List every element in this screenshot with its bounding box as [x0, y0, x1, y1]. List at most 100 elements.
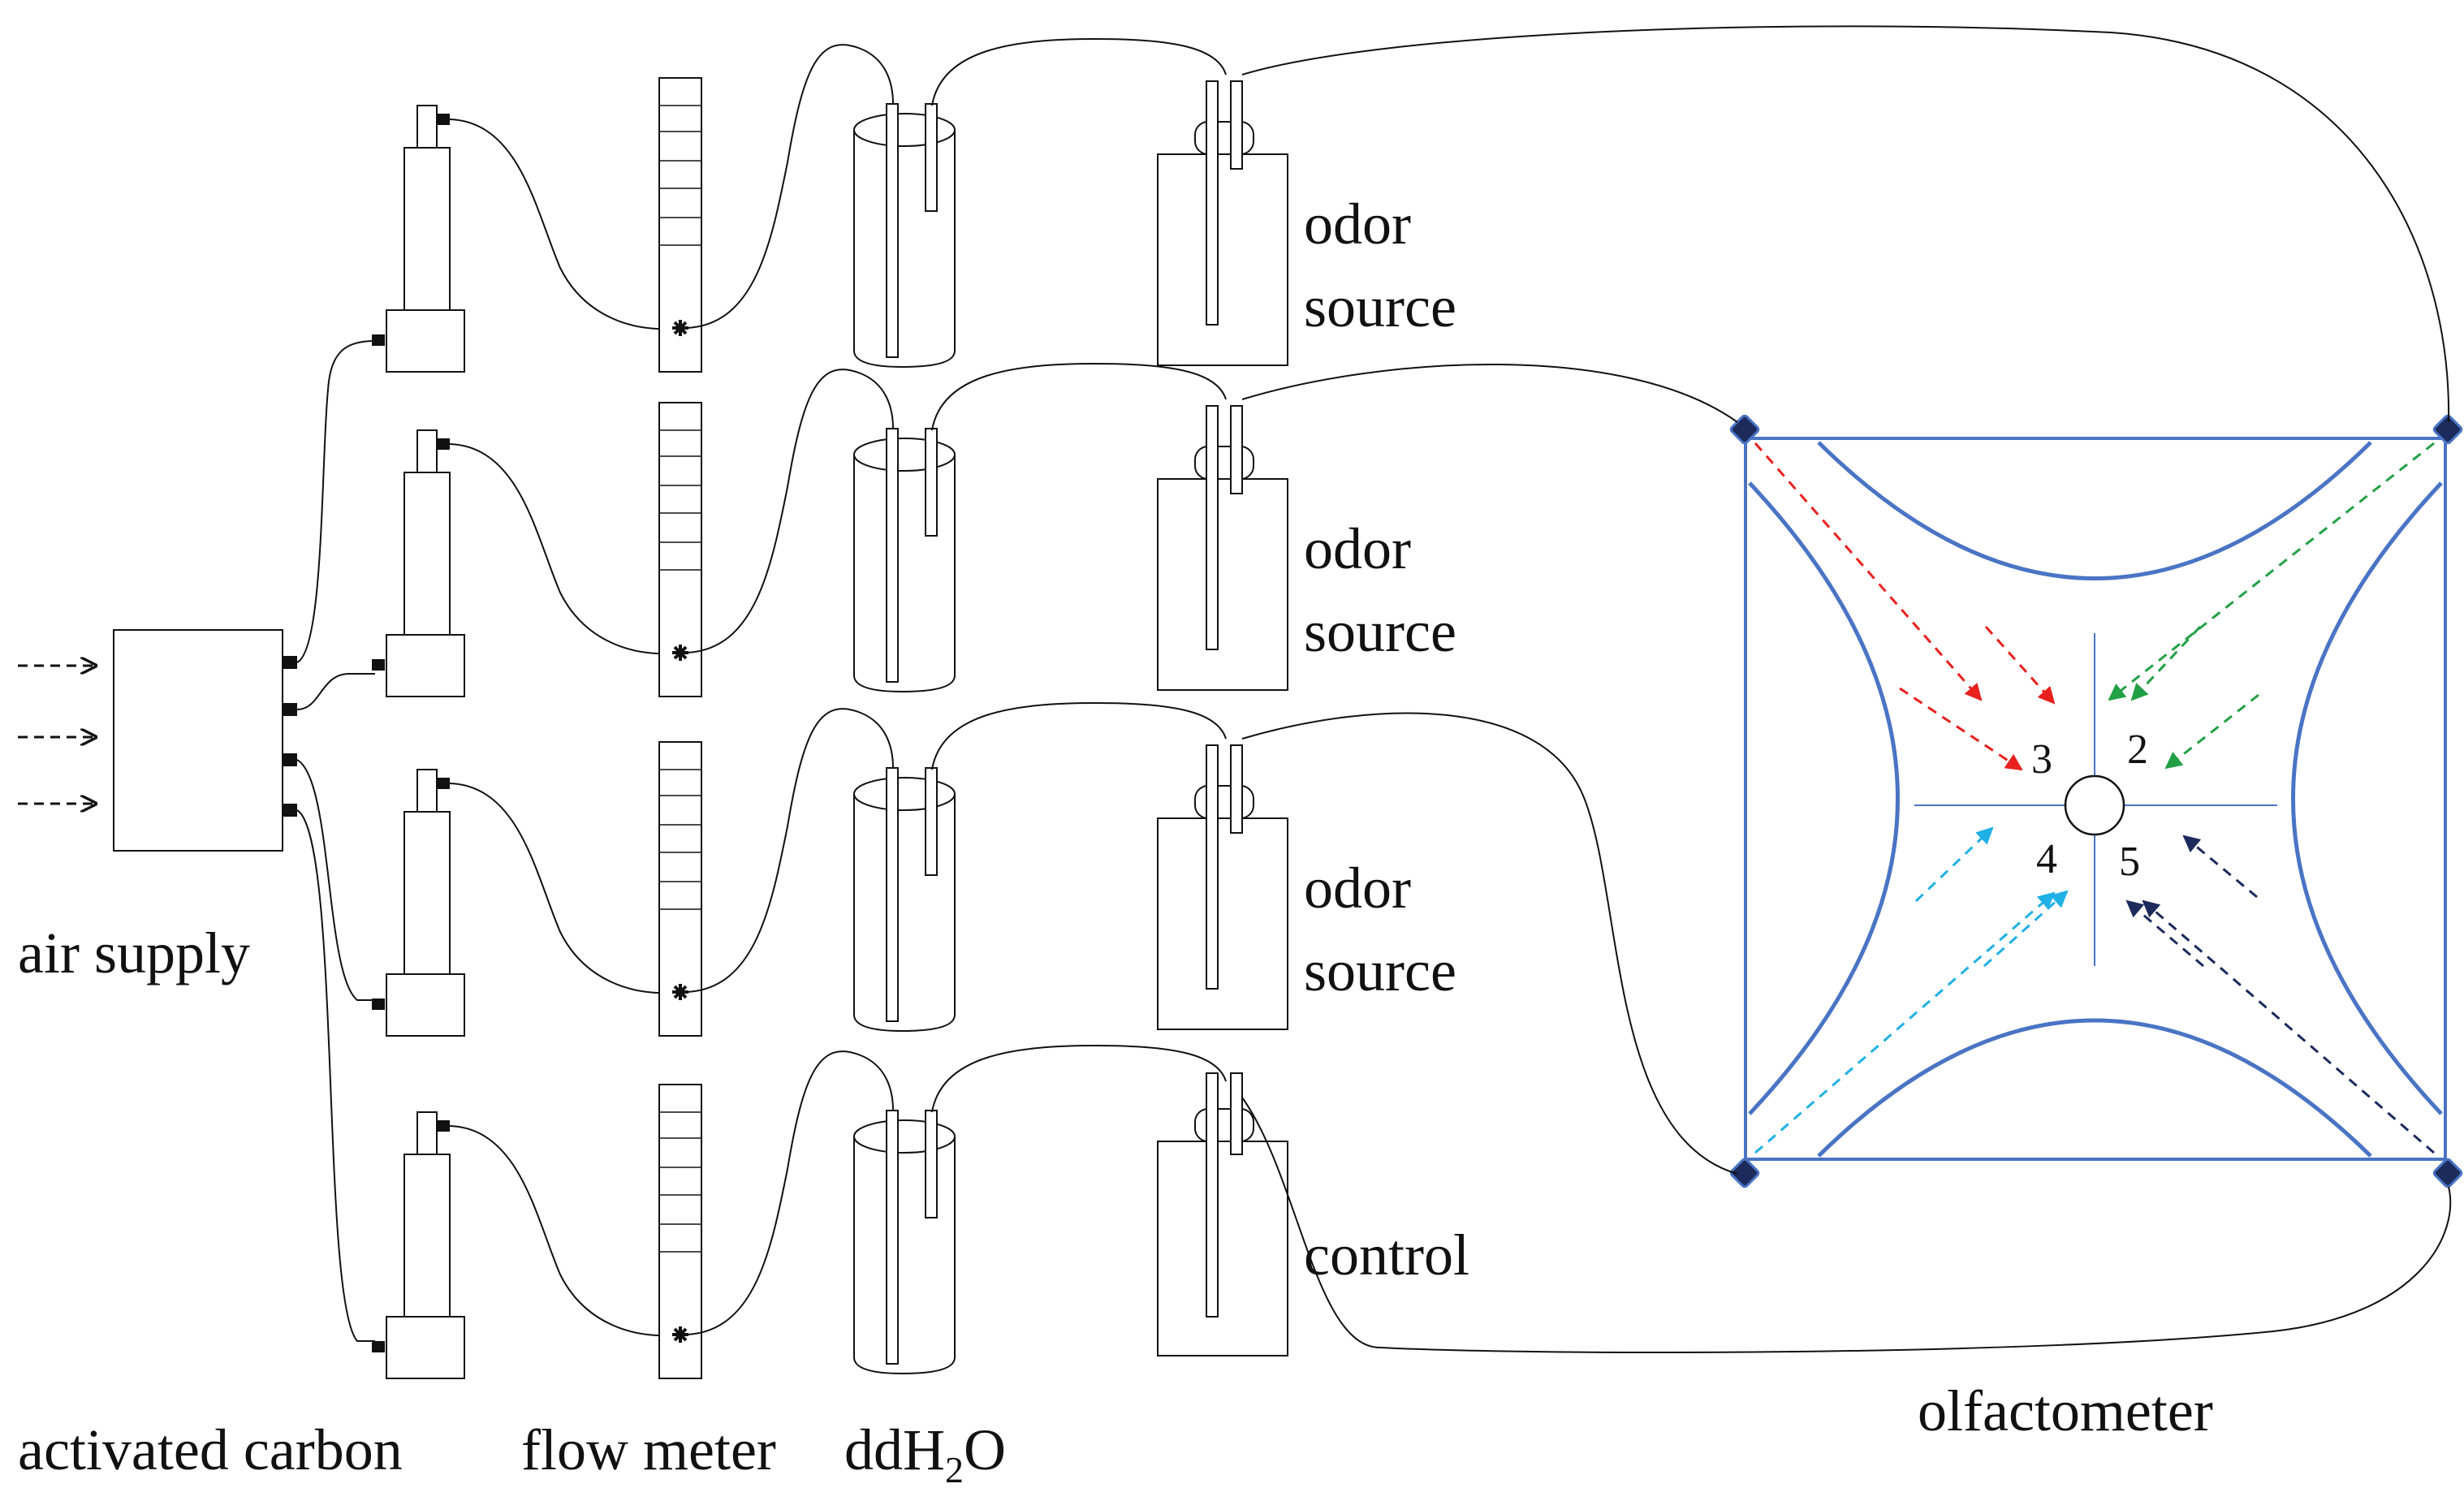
airflow-arrow-arm4 — [2125, 899, 2204, 968]
carbon-filter-column — [403, 811, 451, 975]
tube — [449, 1125, 680, 1336]
olfactometer-tubing — [1241, 25, 2452, 1353]
odor-source-label-line2: source — [1304, 938, 1456, 1003]
ddh2o-bottle — [853, 455, 956, 693]
region-label-1: 2 — [2127, 727, 2148, 773]
air-outlet-port — [283, 656, 297, 669]
carbon-filter-stem — [416, 1111, 438, 1155]
flow-meter-float — [672, 1326, 688, 1343]
jar-outlet-tube — [1230, 1072, 1243, 1155]
ddh2o-label: ddH2O — [844, 1417, 1006, 1488]
tube — [449, 783, 680, 994]
ddh2o-inlet-tube — [886, 428, 899, 683]
ddh2o-outlet-tube — [925, 767, 938, 876]
odor-source-label-line1: odor — [1304, 192, 1411, 257]
carbon-filter-base — [386, 1316, 465, 1379]
jar-inlet-tube — [1206, 405, 1219, 650]
air-outlet-port — [283, 703, 297, 716]
region-label-2: 3 — [2031, 736, 2052, 783]
ddh2o-inlet-tube — [886, 103, 899, 358]
tube — [931, 1044, 1227, 1113]
airflow-arrow-arm3 — [1914, 826, 1994, 903]
jar-stopper — [1194, 121, 1254, 155]
apparatus-row: odor source — [372, 362, 1456, 697]
ddh2o-inlet-tube — [886, 1110, 899, 1365]
olfactometer-port — [2432, 1158, 2463, 1188]
tube — [931, 37, 1227, 106]
ddh2o-outlet-tube — [925, 1110, 938, 1218]
jar-inlet-tube — [1206, 80, 1219, 326]
odor-source-label-line2: source — [1304, 274, 1456, 339]
ddh2o-bottle-rim — [853, 438, 956, 472]
carbon-filter-port — [372, 334, 385, 346]
jar-outlet-tube — [1230, 405, 1243, 494]
odor-source-jar — [1157, 817, 1288, 1030]
airflow-arrow-arm4 — [2142, 899, 2435, 1154]
jar-stopper — [1194, 785, 1254, 819]
carbon-filter-port — [437, 114, 450, 125]
tube — [686, 1050, 894, 1335]
tube — [686, 44, 894, 329]
tube — [931, 362, 1227, 431]
carbon-filter-port — [372, 1341, 385, 1352]
airflow-arrow-arm3 — [1983, 890, 2069, 968]
ddh2o-outlet-tube — [925, 103, 938, 212]
air-outlet-port — [283, 753, 297, 766]
jar-outlet-tube — [1230, 80, 1243, 170]
ddh2o-bottle-rim — [853, 1119, 956, 1154]
region-label-4: 5 — [2119, 839, 2140, 885]
airflow-arrow-arm2 — [1899, 687, 2023, 771]
control-jar — [1157, 1141, 1288, 1356]
flow-meter-float — [672, 984, 688, 1000]
air-supply-label: air supply — [18, 921, 250, 986]
airflow-arrow-arm1 — [2164, 693, 2259, 770]
odor-source-label-line1: odor — [1304, 516, 1411, 581]
apparatus-row: odor source — [372, 37, 1456, 373]
ddh2o-outlet-tube — [925, 428, 938, 537]
airflow-arrow-arm1 — [2108, 442, 2435, 701]
odor-source-label-line2: source — [1304, 599, 1456, 664]
jar-stopper — [1194, 1108, 1254, 1142]
carbon-filter-port — [437, 438, 450, 450]
carbon-filter-base — [386, 309, 465, 373]
olfactometer: 2 3 4 5 — [1729, 414, 2463, 1188]
tube — [449, 443, 680, 654]
flow-meter-float — [672, 645, 688, 661]
carbon-filter-base — [386, 634, 465, 697]
flow-meter — [658, 402, 702, 697]
airflow-arrow-arm2 — [1984, 626, 2056, 705]
ddh2o-bottle-rim — [853, 113, 956, 147]
airflow-arrow-arm1 — [2130, 625, 2202, 701]
jar-inlet-tube — [1206, 744, 1219, 990]
odor-source-jar — [1157, 153, 1288, 366]
carbon-filter-column — [403, 1154, 451, 1318]
olfactometer-arm-arc — [1817, 441, 2372, 580]
ddh2o-inlet-tube — [886, 767, 899, 1022]
carbon-filter-port — [437, 778, 450, 789]
olfactometer-label: olfactometer — [1918, 1378, 2213, 1443]
ddh2o-bottle — [853, 794, 956, 1033]
olfactometer-port — [2432, 414, 2463, 445]
airflow-arrow-arm4 — [2182, 835, 2258, 899]
control-label: control — [1304, 1223, 1469, 1287]
carbon-filter-stem — [416, 429, 438, 473]
jar-outlet-tube — [1230, 744, 1243, 834]
air-outlet-port — [283, 804, 297, 817]
carbon-filter-column — [403, 147, 451, 311]
tube — [449, 119, 680, 330]
olfactometer-arm-arc — [1817, 1018, 2372, 1158]
airflow-arrow-arm2 — [1754, 442, 1983, 701]
jar-inlet-tube — [1206, 1072, 1219, 1318]
olfactometer-arm-arc — [2291, 481, 2443, 1115]
center-chamber — [2064, 774, 2125, 836]
carbon-filter-stem — [416, 769, 438, 813]
olfactometer-frame — [1744, 437, 2447, 1161]
carbon-filter-port — [437, 1120, 450, 1132]
carbon-filter-port — [372, 659, 385, 671]
region-label-3: 4 — [2036, 836, 2057, 882]
airflow-arrow-arm3 — [1754, 891, 2056, 1154]
carbon-filter-base — [386, 973, 465, 1037]
apparatus-row: control — [372, 1044, 1469, 1379]
